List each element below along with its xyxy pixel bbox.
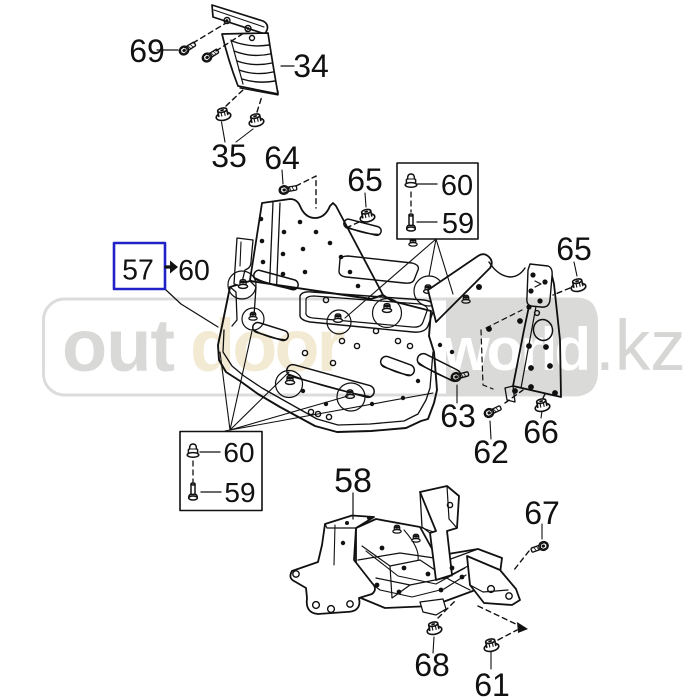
svg-text:34: 34 (293, 48, 329, 84)
svg-text:67: 67 (524, 495, 560, 531)
svg-text:63: 63 (440, 398, 476, 434)
svg-text:65: 65 (556, 231, 592, 267)
svg-text:69: 69 (129, 33, 165, 69)
svg-text:world: world (442, 316, 588, 383)
svg-text:60: 60 (441, 170, 473, 202)
svg-text:62: 62 (473, 434, 509, 470)
svg-text:60: 60 (223, 437, 254, 468)
svg-text:68: 68 (414, 647, 450, 683)
svg-text:35: 35 (211, 138, 247, 174)
svg-text:61: 61 (474, 667, 510, 700)
svg-text:60: 60 (178, 255, 210, 287)
svg-text:65: 65 (347, 162, 383, 198)
svg-text:58: 58 (334, 462, 372, 500)
svg-text:door: door (190, 304, 345, 387)
svg-text:57: 57 (122, 255, 154, 287)
svg-text:.kz: .kz (595, 307, 686, 386)
svg-text:59: 59 (224, 477, 255, 508)
svg-text:64: 64 (264, 140, 300, 176)
svg-text:out: out (62, 304, 174, 387)
svg-text:66: 66 (523, 414, 559, 450)
svg-text:59: 59 (442, 208, 474, 240)
